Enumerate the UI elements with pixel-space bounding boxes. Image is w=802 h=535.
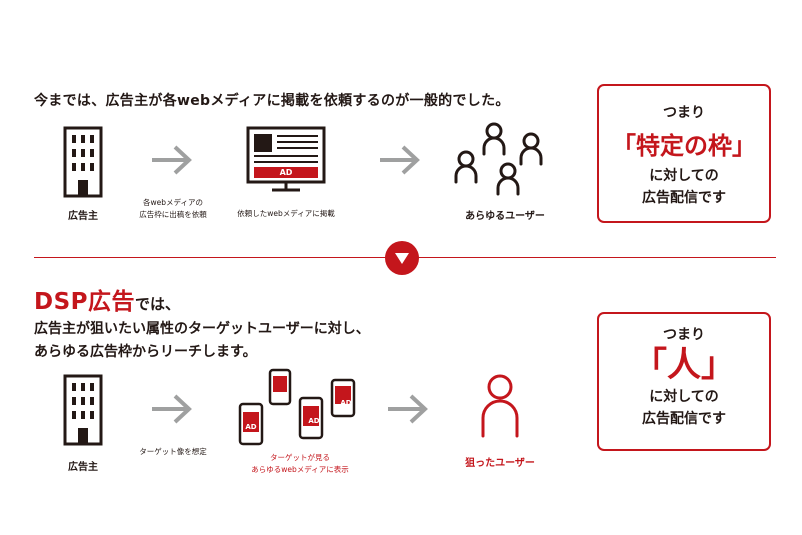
phones-note-line1: ターゲットが見る	[270, 453, 330, 462]
summary-box-person: つまり 「人」 に対しての 広告配信です	[597, 312, 771, 451]
advertiser-label-bottom: 広告主	[68, 462, 98, 473]
monitor-label: 依頼したwebメディアに掲載	[237, 209, 335, 218]
dsp-desc-line1: 広告主が狙いたい属性のターゲットユーザーに対し、	[34, 321, 370, 337]
arrow-right-icon	[380, 145, 420, 175]
phone-ad-text: AD	[308, 417, 320, 425]
arrow1-note-line2: 広告枠に出稿を依頼	[139, 210, 207, 219]
smartphone-icon	[238, 402, 264, 446]
dsp-heading: DSP広告では、	[34, 282, 180, 316]
advertiser-label: 広告主	[68, 211, 98, 222]
summary-prefix: つまり	[663, 105, 705, 121]
summary-line1: に対しての	[649, 389, 719, 405]
down-indicator	[385, 241, 419, 275]
phones-note-line2: あらゆるwebメディアに表示	[251, 465, 349, 474]
person-icon	[481, 374, 519, 438]
smartphone-icon	[268, 368, 292, 406]
smartphone-icon	[330, 378, 356, 418]
building-icon	[63, 126, 103, 198]
phones-note: ターゲットが見る あらゆるwebメディアに表示	[240, 452, 360, 476]
monitor-ad-text: AD	[279, 168, 293, 177]
target-user-label: 狙ったユーザー	[465, 458, 535, 469]
dsp-desc-line2: あらゆる広告枠からリーチします。	[34, 344, 257, 360]
dsp-description: 広告主が狙いたい属性のターゲットユーザーに対し、 あらゆる広告枠からリーチします…	[34, 318, 370, 364]
summary-line2: 広告配信です	[642, 411, 726, 427]
phone-ad-text: AD	[340, 399, 352, 407]
summary-box-slot: つまり 「特定の枠」 に対しての 広告配信です	[597, 84, 771, 223]
summary-emphasis: 「人」	[633, 345, 735, 385]
summary-line1: に対しての	[649, 168, 719, 184]
summary-emphasis: 「特定の枠」	[612, 132, 756, 160]
arrow1-note-line1: 各webメディアの	[143, 198, 203, 207]
summary-prefix: つまり	[663, 327, 705, 343]
dsp-title: DSP広告	[34, 289, 136, 315]
dsp-title-suffix: では、	[135, 295, 181, 313]
summary-line2: 広告配信です	[642, 190, 726, 206]
users-label: あらゆるユーザー	[465, 211, 545, 222]
arrow-right-icon	[152, 145, 192, 175]
people-icon	[454, 122, 543, 196]
phone-ad-text: AD	[245, 423, 257, 431]
arrow-right-icon	[152, 394, 192, 424]
arrow1-note: 各webメディアの 広告枠に出稿を依頼	[128, 197, 218, 221]
target-note: ターゲット像を想定	[139, 447, 207, 456]
building-icon	[63, 374, 103, 446]
monitor-icon	[246, 126, 326, 192]
smartphone-icon	[298, 396, 324, 440]
smartphones-icon	[238, 368, 356, 446]
triangle-down-icon	[395, 253, 409, 264]
arrow-right-icon	[388, 394, 428, 424]
intro-text: 今までは、広告主が各webメディアに掲載を依頼するのが一般的でした。	[34, 93, 510, 109]
